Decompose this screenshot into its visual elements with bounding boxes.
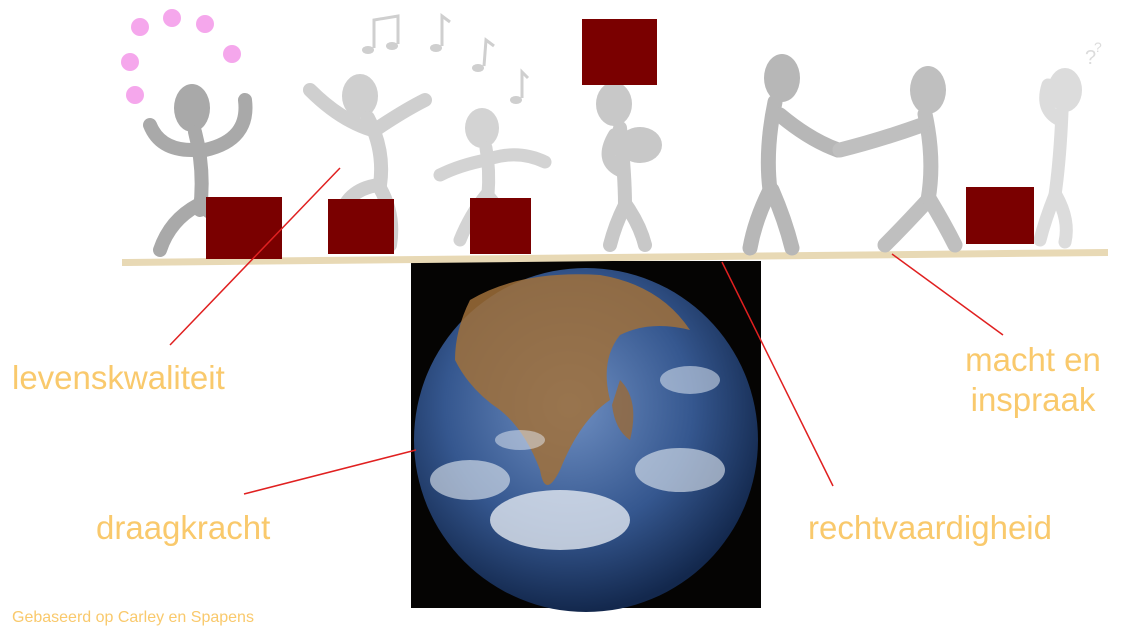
music-notes-icon bbox=[362, 13, 530, 104]
thinking-figure-icon: ? ? bbox=[1033, 39, 1102, 249]
svg-text:?: ? bbox=[1085, 47, 1096, 69]
label-power-line2: inspraak bbox=[970, 380, 1096, 418]
dancer-figure-icon bbox=[303, 74, 432, 252]
pointer-lines bbox=[169, 167, 1004, 495]
weight-box bbox=[470, 198, 531, 254]
parent-with-baby-icon bbox=[596, 82, 662, 252]
weight-box bbox=[206, 197, 282, 259]
weight-box bbox=[328, 199, 394, 254]
juggling-balls-icon bbox=[121, 9, 241, 104]
label-justice: rechtvaardigheid bbox=[808, 509, 1052, 546]
handshake-figures-icon bbox=[742, 54, 963, 256]
weight-box bbox=[582, 19, 657, 85]
weight-box bbox=[966, 187, 1034, 244]
svg-text:?: ? bbox=[1094, 39, 1102, 55]
label-power-line1: macht en bbox=[965, 341, 1101, 378]
label-quality-of-life: levenskwaliteit bbox=[12, 359, 225, 396]
label-carrying-capacity: draagkracht bbox=[96, 509, 271, 546]
pointer-draagkracht bbox=[243, 449, 417, 495]
weight-boxes bbox=[206, 19, 1034, 259]
pointer-macht bbox=[891, 253, 1004, 336]
earth-globe bbox=[411, 261, 761, 612]
seesaw-plank bbox=[122, 249, 1108, 266]
pointer-rechtvaardigheid bbox=[721, 261, 834, 487]
pointer-levenskwaliteit bbox=[169, 167, 341, 346]
source-credit: Gebaseerd op Carley en Spapens bbox=[12, 609, 254, 626]
label-power-and-voice: macht en inspraak bbox=[940, 340, 1124, 419]
